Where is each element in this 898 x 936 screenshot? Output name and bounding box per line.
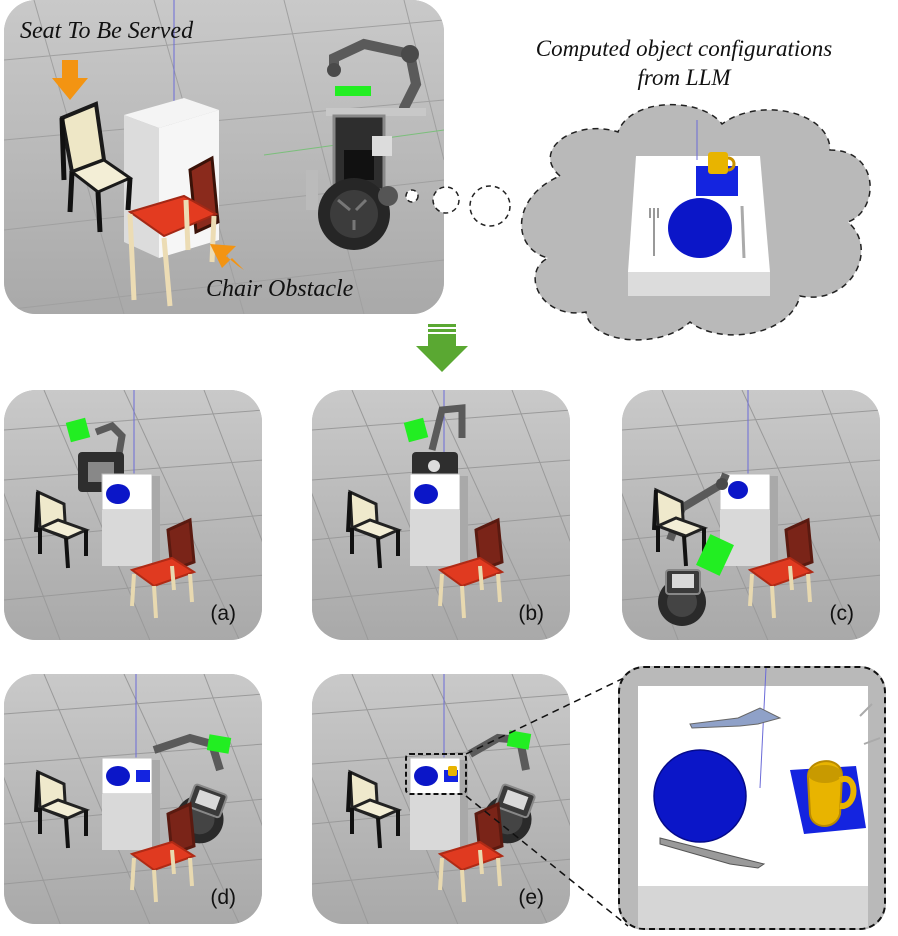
- seat-chair: [59, 101, 134, 233]
- zoom-render: [638, 668, 881, 928]
- panel-e: (e): [312, 674, 570, 924]
- panel-a: (a): [4, 390, 262, 640]
- panel-c: (c): [622, 390, 880, 640]
- thought-bubble: [405, 104, 871, 341]
- zoom-fork-icon: [689, 707, 782, 729]
- zoom-mug-icon: [806, 760, 857, 827]
- llm-caption: Computed object configurations from LLM: [478, 34, 890, 92]
- zoom-panel: [618, 666, 886, 930]
- panel-c-label: (c): [829, 602, 855, 625]
- top-scene-panel: Seat To Be Served Chair Obstacle: [4, 0, 444, 314]
- panel-a-label: (a): [210, 602, 236, 625]
- zoom-knife-icon: [659, 837, 766, 869]
- mug-icon: [708, 152, 728, 174]
- obstacle-chair: [127, 155, 220, 307]
- panel-d: (d): [4, 674, 262, 924]
- zoom-plate-icon: [653, 749, 747, 843]
- llm-caption-line1: Computed object configurations: [535, 36, 833, 61]
- top-scene-render: [4, 0, 444, 314]
- plate-icon: [668, 198, 732, 258]
- seat-arrow-icon: [52, 60, 88, 100]
- panel-b-label: (b): [518, 602, 544, 625]
- panel-b: (b): [312, 390, 570, 640]
- fork-icon: [649, 208, 659, 256]
- obstacle-label: Chair Obstacle: [206, 276, 354, 302]
- panel-d-label: (d): [210, 886, 236, 909]
- top-robot: [306, 38, 426, 250]
- knife-icon: [740, 205, 746, 259]
- panel-e-label: (e): [518, 886, 544, 909]
- llm-caption-line2: from LLM: [637, 65, 731, 90]
- seat-label: Seat To Be Served: [20, 18, 194, 44]
- obstacle-arrow-icon: [210, 244, 244, 270]
